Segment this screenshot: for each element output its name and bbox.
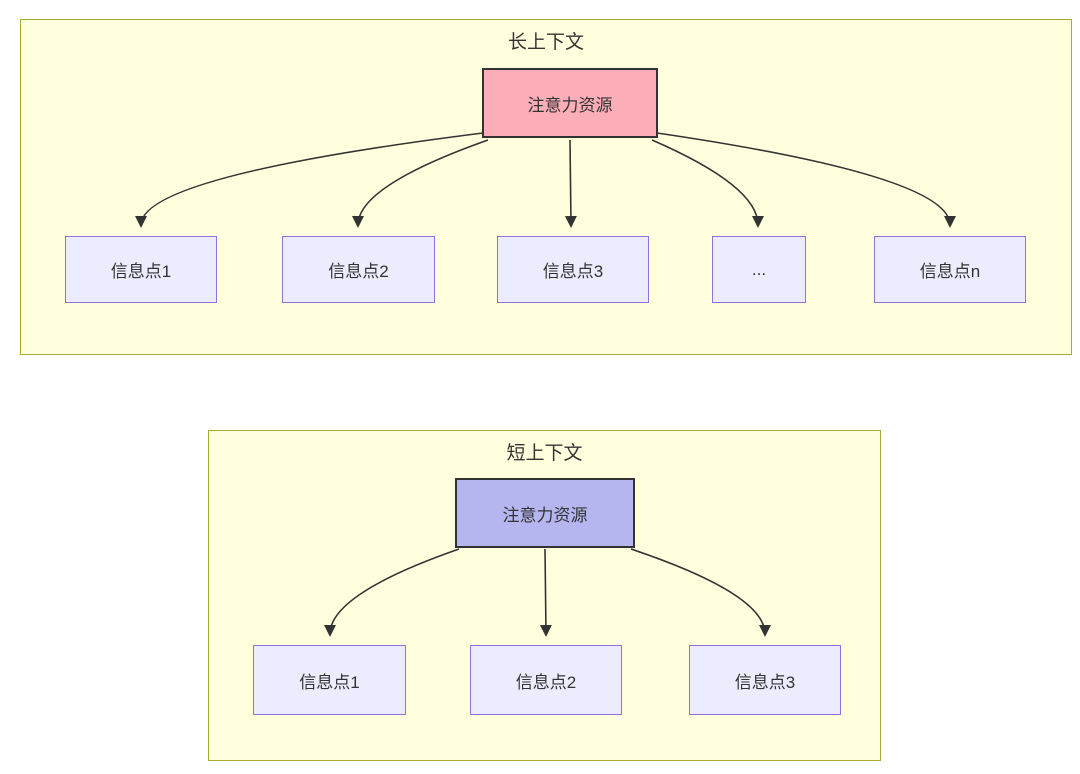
short-info-node-1: 信息点1: [253, 645, 406, 715]
attention-node-long: 注意力资源: [482, 68, 658, 138]
long-info-node-2-label: 信息点2: [328, 262, 389, 281]
long-info-node-1: 信息点1: [65, 236, 217, 303]
long-info-node-3: 信息点3: [497, 236, 649, 303]
long-info-node-ellipsis-label: ...: [751, 259, 767, 279]
short-info-node-3-label: 信息点3: [734, 672, 796, 692]
short-context-title: 短上下文: [506, 443, 583, 464]
long-info-node-3-label: 信息点3: [542, 262, 604, 281]
short-info-node-2: 信息点2: [470, 645, 622, 715]
long-info-node-1-label: 信息点1: [110, 262, 172, 281]
long-context-title: 长上下文: [507, 32, 584, 53]
long-info-node-n: 信息点n: [874, 236, 1026, 303]
short-info-node-3: 信息点3: [689, 645, 841, 715]
short-info-node-2-label: 信息点2: [515, 672, 577, 692]
short-info-node-1-label: 信息点1: [299, 672, 360, 692]
long-info-node-ellipsis: ...: [712, 236, 806, 303]
long-info-node-n-label: 信息点n: [919, 262, 981, 281]
long-info-node-2: 信息点2: [282, 236, 435, 303]
attention-node-short-label: 注意力资源: [502, 505, 588, 525]
attention-node-short: 注意力资源: [455, 478, 635, 548]
attention-node-long-label: 注意力资源: [527, 95, 613, 115]
